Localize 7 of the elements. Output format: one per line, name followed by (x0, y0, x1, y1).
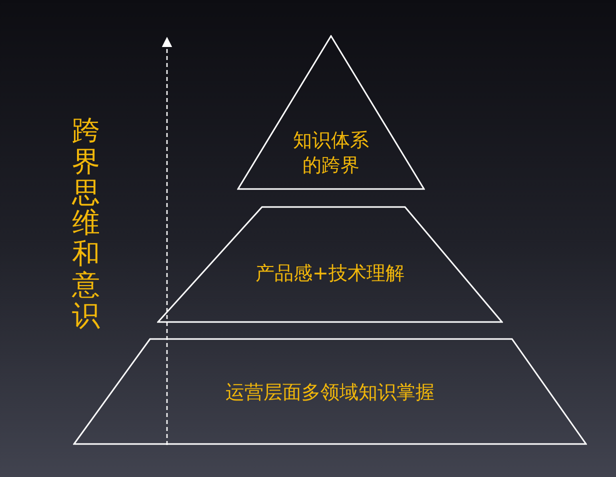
trapezoid-tier (73, 338, 587, 445)
tier-label: 运营层面多领域知识掌握 (224, 380, 436, 406)
trapezoid-tier (157, 206, 503, 323)
tier-label: 产品感+技术理解 (254, 262, 406, 286)
triangle-tier (237, 35, 425, 190)
vertical-label: 跨界思维和意识 (72, 116, 100, 332)
tier-label: 知识体系的跨界 (292, 128, 370, 178)
